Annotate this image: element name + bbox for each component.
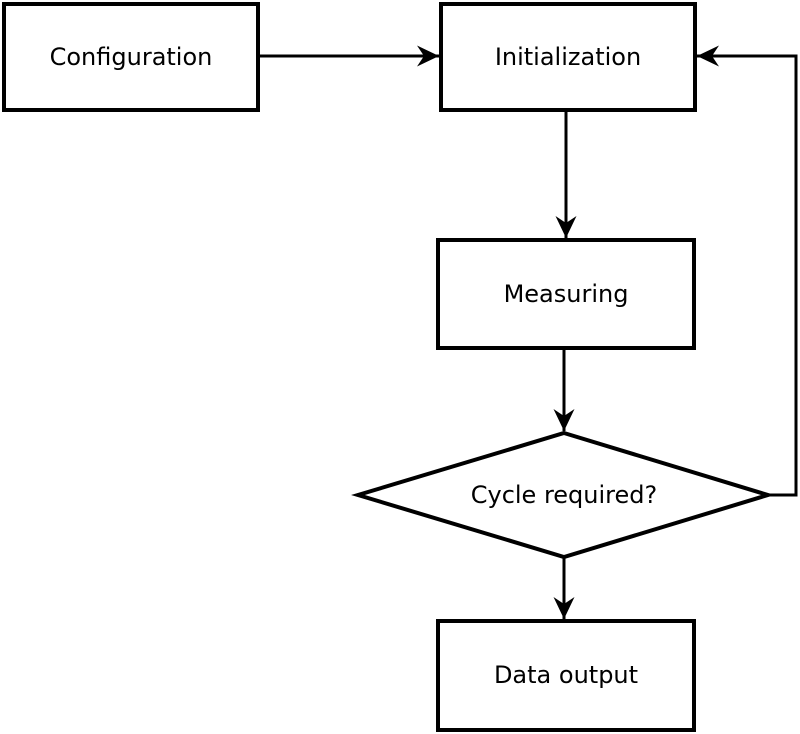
initialization-box — [439, 2, 697, 112]
node-decision: Cycle required? — [351, 430, 775, 560]
decision-label: Cycle required? — [471, 481, 658, 509]
configuration-label: Configuration — [50, 43, 213, 71]
node-data-output: Data output — [436, 619, 696, 732]
node-measuring: Measuring — [436, 238, 696, 350]
decision-diamond — [351, 430, 775, 560]
measuring-box — [436, 238, 696, 350]
edge-decision-to-initialization-feedback — [697, 45, 798, 497]
measuring-label: Measuring — [504, 280, 629, 308]
edges — [258, 45, 798, 619]
configuration-box — [2, 2, 260, 112]
node-configuration: Configuration — [2, 2, 260, 112]
data-output-label: Data output — [494, 661, 638, 689]
node-initialization: Initialization — [439, 2, 697, 112]
initialization-label: Initialization — [495, 43, 641, 71]
data-output-box — [436, 619, 696, 732]
